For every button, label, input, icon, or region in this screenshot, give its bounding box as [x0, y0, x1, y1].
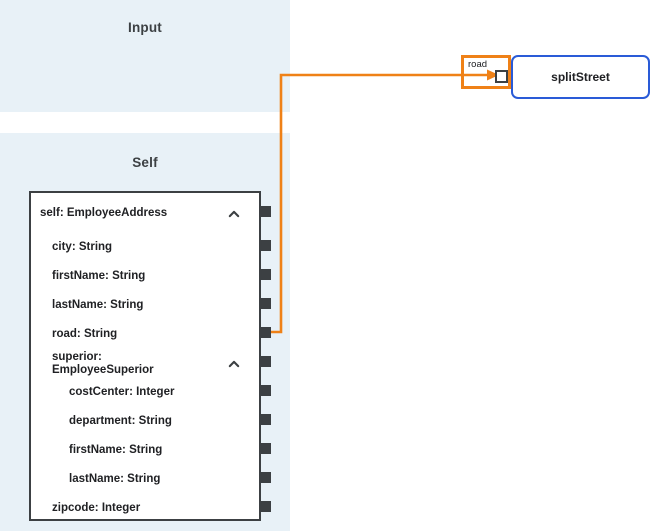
lane-input: Input: [0, 0, 290, 112]
port-superior[interactable]: [260, 356, 271, 367]
port-city[interactable]: [260, 240, 271, 251]
port-firstname[interactable]: [260, 269, 271, 280]
tree-row-label: zipcode: Integer: [52, 502, 141, 514]
port-costcenter[interactable]: [260, 385, 271, 396]
tree-row-costcenter[interactable]: costCenter: Integer: [31, 378, 263, 407]
tree-row-label: firstName: String: [52, 270, 146, 282]
tree-row-firstname[interactable]: firstName: String: [31, 262, 263, 291]
tree-row-city[interactable]: city: String: [31, 233, 263, 262]
tree-row-zipcode[interactable]: zipcode: Integer: [31, 494, 263, 523]
port-road[interactable]: [260, 327, 271, 338]
tree-row-label: city: String: [52, 241, 113, 253]
port-superior-firstname[interactable]: [260, 443, 271, 454]
chevron-up-icon[interactable]: [227, 357, 241, 371]
port-self[interactable]: [260, 206, 271, 217]
tree-row-label: department: String: [69, 415, 172, 427]
port-superior-lastname[interactable]: [260, 472, 271, 483]
port-lastname[interactable]: [260, 298, 271, 309]
tree-row-superior[interactable]: superior: EmployeeSuperior: [31, 349, 263, 378]
tree-row-label: costCenter: Integer: [69, 386, 175, 398]
tree-row-label: superior: EmployeeSuperior: [52, 350, 154, 376]
tree-row-label: self: EmployeeAddress: [40, 207, 168, 219]
lane-input-title: Input: [128, 20, 162, 35]
tree-row-label: lastName: String: [52, 299, 144, 311]
tree-row-department[interactable]: department: String: [31, 407, 263, 436]
split-street-node-label: splitStreet: [551, 70, 610, 84]
tree-row-road[interactable]: road: String: [31, 320, 263, 349]
port-zipcode[interactable]: [260, 501, 271, 512]
port-department[interactable]: [260, 414, 271, 425]
tree-row-label: road: String: [52, 328, 118, 340]
split-street-node[interactable]: splitStreet: [511, 55, 650, 99]
lane-self-title: Self: [132, 155, 158, 170]
tree-row-superior-firstname[interactable]: firstName: String: [31, 436, 263, 465]
road-port-label: road: [468, 59, 488, 70]
edge-path: [271, 73, 487, 334]
tree-row-label: firstName: String: [69, 444, 163, 456]
tree-row-superior-lastname[interactable]: lastName: String: [31, 465, 263, 494]
chevron-up-icon[interactable]: [227, 207, 241, 221]
road-input-port-square[interactable]: [495, 70, 508, 83]
tree-row-self[interactable]: self: EmployeeAddress: [31, 199, 263, 228]
tree-row-lastname[interactable]: lastName: String: [31, 291, 263, 320]
tree-row-label: lastName: String: [69, 473, 161, 485]
self-tree-box: self: EmployeeAddress city: String first…: [29, 191, 261, 521]
